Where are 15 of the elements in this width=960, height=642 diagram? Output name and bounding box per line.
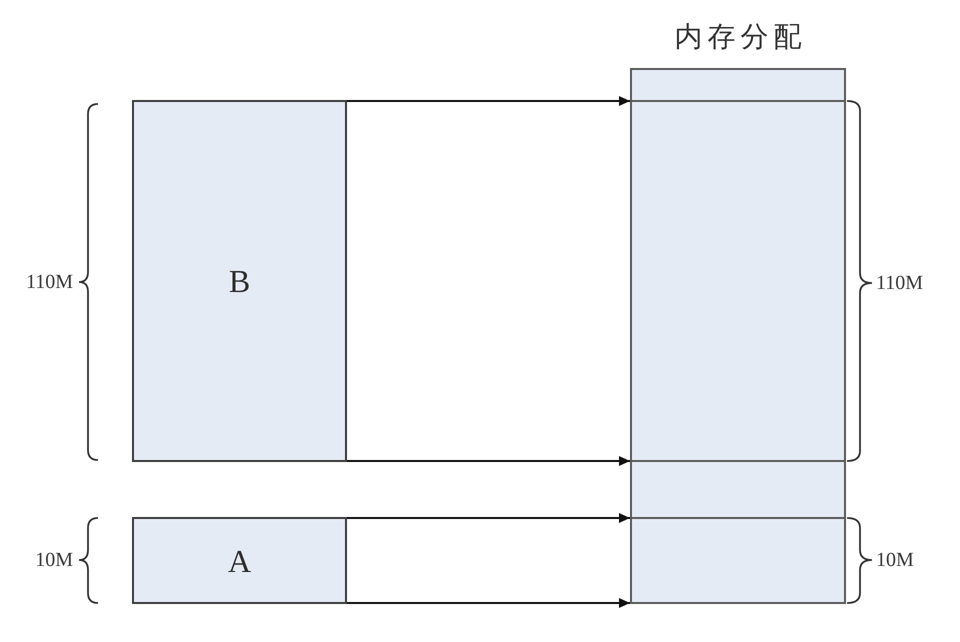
arrow bbox=[347, 456, 630, 466]
memory-segment bbox=[630, 68, 846, 102]
memory-block: B bbox=[132, 100, 347, 462]
arrow bbox=[347, 513, 630, 523]
size-label: 110M bbox=[26, 271, 73, 293]
size-label: 10M bbox=[35, 549, 73, 571]
arrow bbox=[347, 96, 630, 106]
column-heading: 内存分配 bbox=[674, 20, 806, 54]
memory-segment bbox=[630, 460, 846, 519]
memory-block: A bbox=[132, 517, 347, 604]
size-label: 10M bbox=[876, 549, 914, 571]
memory-segment bbox=[630, 517, 846, 604]
size-label: 110M bbox=[876, 272, 924, 294]
arrow bbox=[347, 598, 630, 608]
memory-segment bbox=[630, 100, 846, 462]
